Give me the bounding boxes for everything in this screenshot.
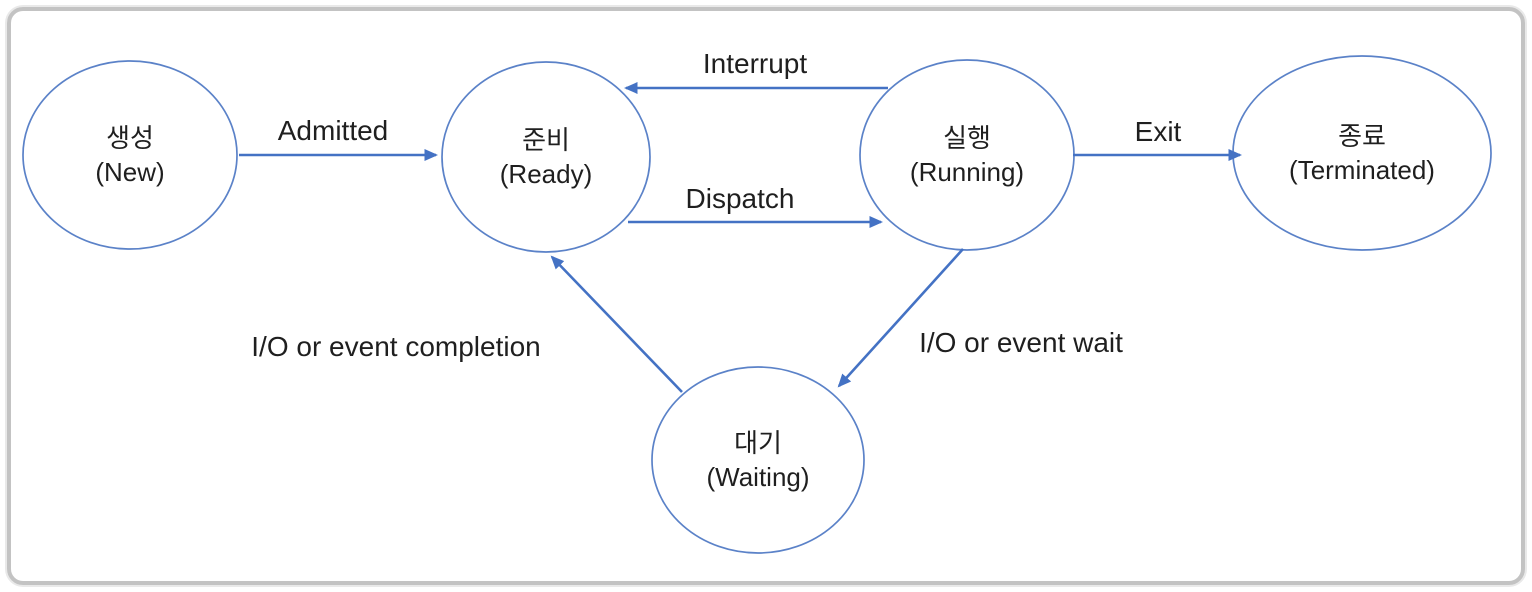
edge-io-wait-arrow (837, 248, 964, 388)
state-waiting-label-en: (Waiting) (706, 462, 810, 492)
state-ready-label-ko: 준비 (522, 125, 570, 155)
state-ready-label: 준비 (Ready) (500, 123, 592, 191)
state-terminated-label: 종료 (Terminated) (1289, 119, 1435, 187)
state-terminated-label-en: (Terminated) (1289, 155, 1435, 185)
state-new-label: 생성 (New) (95, 121, 164, 189)
state-ready-label-en: (Ready) (499, 159, 593, 189)
state-waiting-label-ko: 대기 (734, 428, 782, 458)
edge-dispatch-label: Dispatch (685, 183, 795, 214)
state-waiting-ellipse (651, 366, 865, 554)
edge-admitted-label: Admitted (277, 115, 389, 146)
state-terminated-label-ko: 종료 (1338, 121, 1386, 151)
state-new-label-en: (New) (95, 157, 165, 187)
edge-io-wait-label: I/O or event wait (919, 327, 1123, 358)
edge-interrupt-label: Interrupt (702, 48, 808, 79)
state-running-label: 실행 (Running) (910, 121, 1024, 189)
state-ready-ellipse (441, 61, 651, 253)
state-waiting-label: 대기 (Waiting) (706, 426, 809, 494)
edge-io-completion-label: I/O or event completion (251, 331, 541, 362)
edge-io-completion-arrow (550, 255, 683, 393)
edge-exit-label: Exit (1134, 116, 1182, 147)
state-new-label-ko: 생성 (106, 123, 154, 153)
state-new-ellipse (22, 60, 238, 250)
state-running-label-ko: 실행 (943, 123, 991, 153)
state-running-label-en: (Running) (909, 157, 1025, 187)
